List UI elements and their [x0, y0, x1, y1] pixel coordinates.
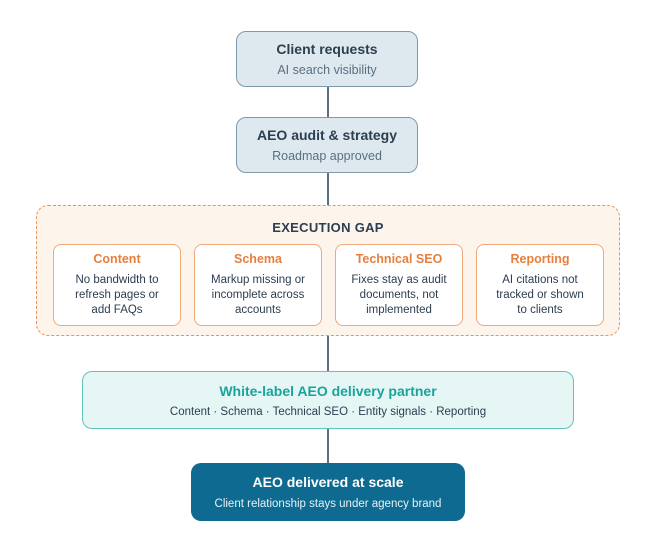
node-title: Client requests [276, 41, 378, 57]
gap-card-schema: Schema Markup missing or incomplete acro… [194, 244, 322, 326]
node-title: White-label AEO delivery partner [219, 382, 437, 399]
card-description: AI citations not tracked or shown to cli… [496, 274, 584, 316]
card-title: Reporting [510, 252, 570, 266]
node-subtitle: Client relationship stays under agency b… [214, 498, 442, 510]
connector-1 [327, 87, 329, 117]
card-description: Fixes stay as audit documents, not imple… [351, 274, 447, 316]
delivery-partner-node: White-label AEO delivery partner Content… [82, 371, 574, 429]
execution-gap-group: EXECUTION GAP Content No bandwidth to re… [36, 205, 620, 336]
gap-card-technical-seo: Technical SEO Fixes stay as audit docume… [335, 244, 463, 326]
card-title: Content [93, 252, 141, 266]
node-subtitle: Content · Schema · Technical SEO · Entit… [169, 405, 487, 418]
node-subtitle: AI search visibility [277, 63, 377, 77]
card-description: Markup missing or incomplete across acco… [211, 274, 305, 316]
connector-4 [327, 429, 329, 463]
aeo-delivered-node: AEO delivered at scale Client relationsh… [191, 463, 465, 521]
connector-2 [327, 173, 329, 205]
client-requests-node: Client requests AI search visibility [236, 31, 418, 87]
node-title: AEO audit & strategy [256, 127, 398, 143]
execution-gap-title: EXECUTION GAP [272, 220, 384, 235]
card-description: No bandwidth to refresh pages or add FAQ… [75, 274, 159, 316]
card-title: Schema [234, 252, 282, 266]
audit-strategy-node: AEO audit & strategy Roadmap approved [236, 117, 418, 173]
node-subtitle: Roadmap approved [272, 149, 382, 163]
gap-card-content: Content No bandwidth to refresh pages or… [53, 244, 181, 326]
node-title: AEO delivered at scale [252, 474, 404, 490]
connector-3 [327, 336, 329, 371]
gap-card-reporting: Reporting AI citations not tracked or sh… [476, 244, 604, 326]
card-title: Technical SEO [355, 252, 443, 266]
